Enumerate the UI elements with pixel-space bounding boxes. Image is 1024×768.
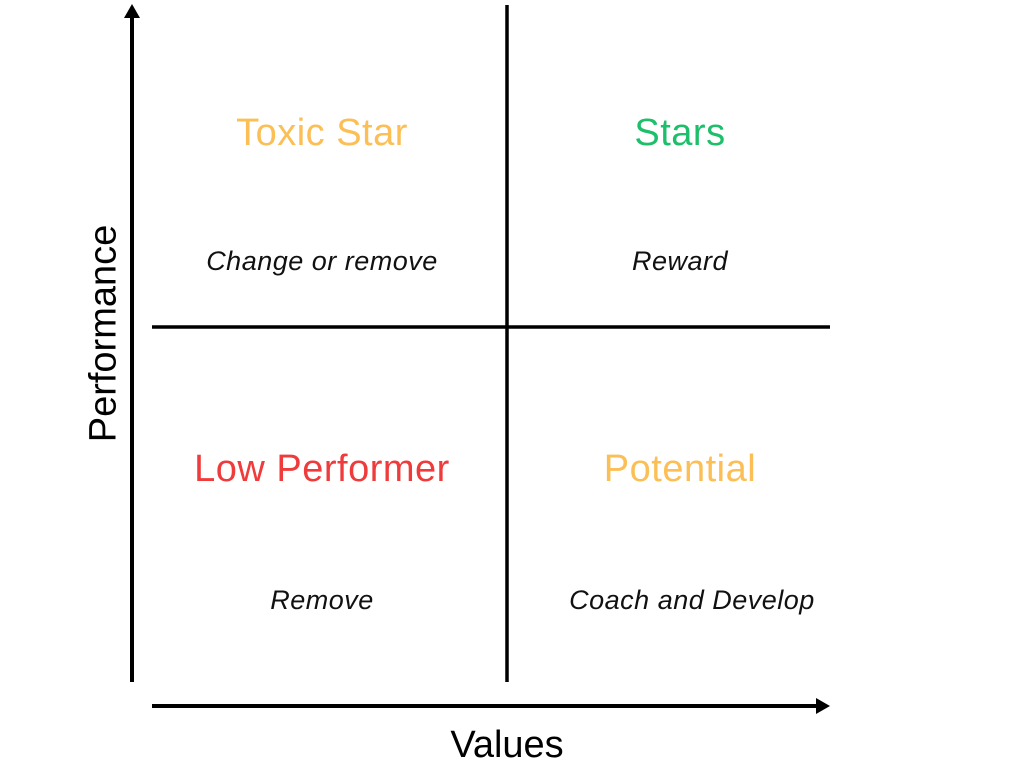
x-axis-arrowhead-icon (816, 698, 830, 714)
quadrant-action-change-or-remove: Change or remove (206, 246, 438, 276)
quadrant-action-reward: Reward (631, 246, 729, 276)
quadrant-title-low-performer: Low Performer (194, 448, 450, 490)
quadrant-action-remove: Remove (270, 585, 374, 615)
y-axis-arrowhead-icon (124, 4, 140, 18)
quadrant-title-toxic-star: Toxic Star (236, 112, 408, 154)
quadrant-title-potential: Potential (603, 448, 757, 490)
quadrant-action-coach-and-develop: Coach and Develop (569, 585, 815, 615)
y-axis-label: Performance (82, 224, 125, 443)
x-axis-label: Values (450, 724, 564, 766)
quadrant-title-stars: Stars (634, 112, 726, 154)
